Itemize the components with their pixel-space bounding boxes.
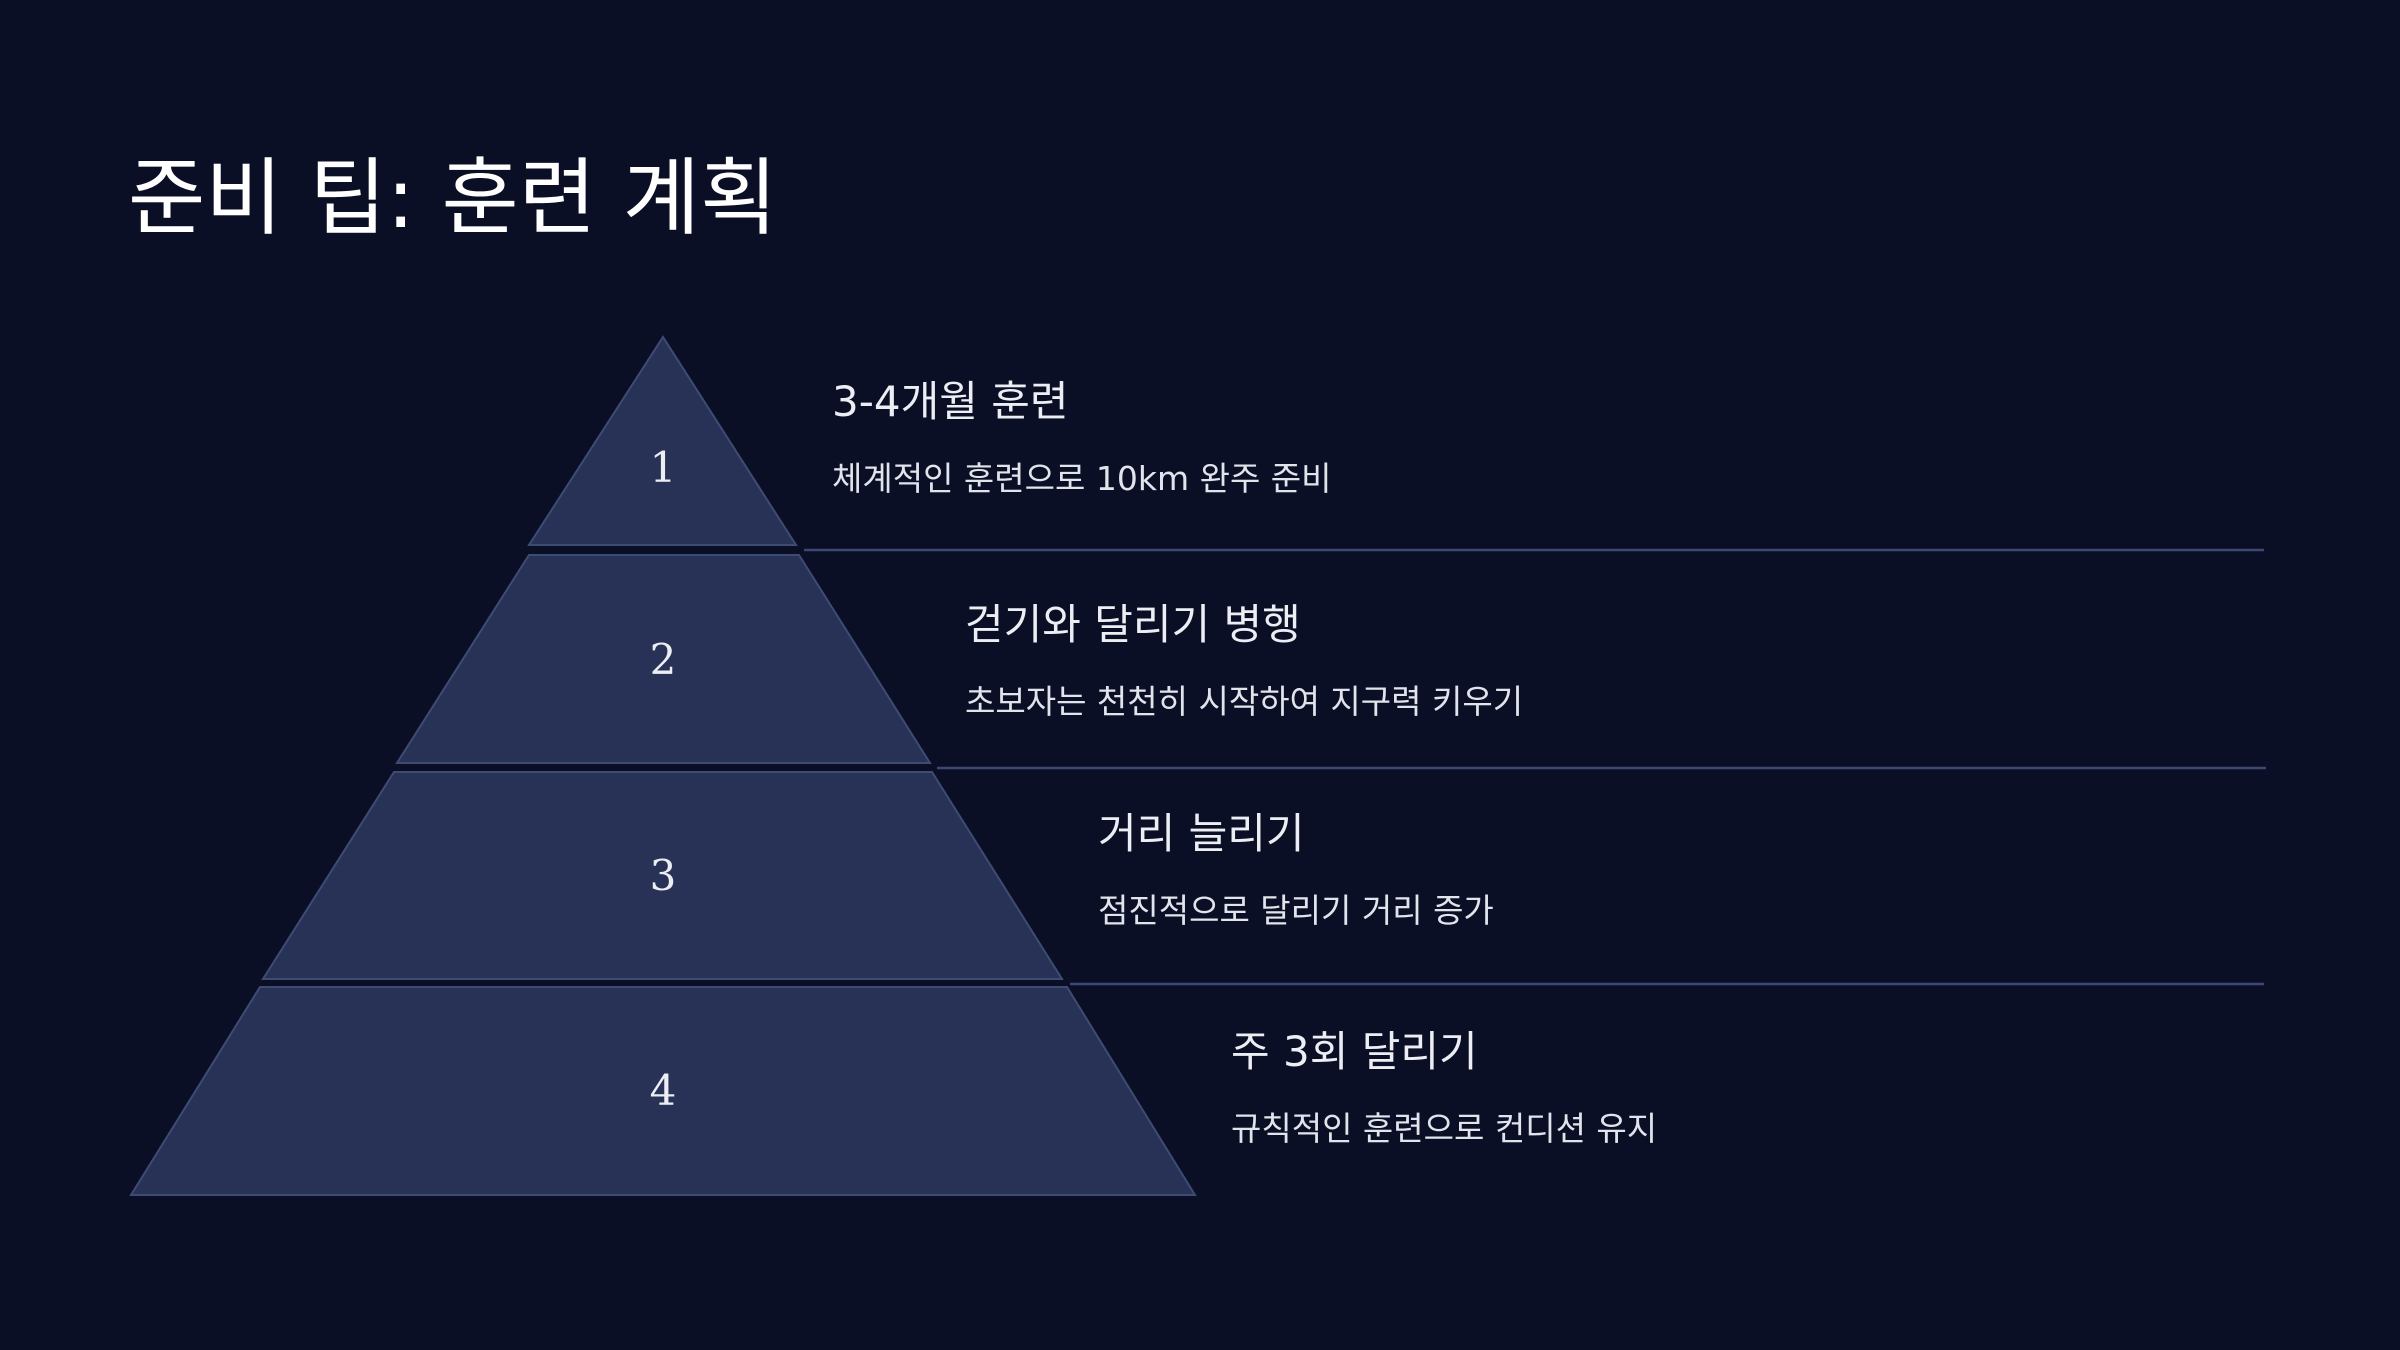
slide-title: 준비 팁: 훈련 계획 [128, 149, 778, 247]
tier-heading: 거리 늘리기 [1098, 809, 1305, 858]
tier-description: 점진적으로 달리기 거리 증가 [1098, 891, 1494, 930]
tier-number-2: 2 [649, 635, 677, 684]
pyramid-tier-1 [527, 335, 798, 546]
tier-text-1: 3-4개월 훈련 체계적인 훈련으로 10km 완주 준비 [832, 374, 1332, 501]
pyramid-tier-3 [261, 771, 1064, 980]
tier-heading: 3-4개월 훈련 [832, 377, 1069, 426]
tier-number-4: 4 [649, 1066, 677, 1115]
tier-text-3: 거리 늘리기 점진적으로 달리기 거리 증가 [1098, 806, 1494, 933]
tier-number-1: 1 [649, 443, 677, 492]
tier-description: 규칙적인 훈련으로 컨디션 유지 [1231, 1109, 1658, 1148]
pyramid-tier-2 [395, 554, 932, 764]
tier-text-4: 주 3회 달리기 규칙적인 훈련으로 컨디션 유지 [1231, 1024, 1657, 1151]
tier-description: 체계적인 훈련으로 10km 완주 준비 [832, 459, 1332, 498]
pyramid-tier-4 [129, 986, 1197, 1196]
tier-number-3: 3 [649, 851, 677, 900]
tier-description: 초보자는 천천히 시작하여 지구력 키우기 [965, 682, 1524, 721]
tier-heading: 걷기와 달리기 병행 [965, 600, 1301, 649]
tier-heading: 주 3회 달리기 [1231, 1027, 1478, 1076]
tier-text-2: 걷기와 달리기 병행 초보자는 천천히 시작하여 지구력 키우기 [965, 597, 1523, 724]
